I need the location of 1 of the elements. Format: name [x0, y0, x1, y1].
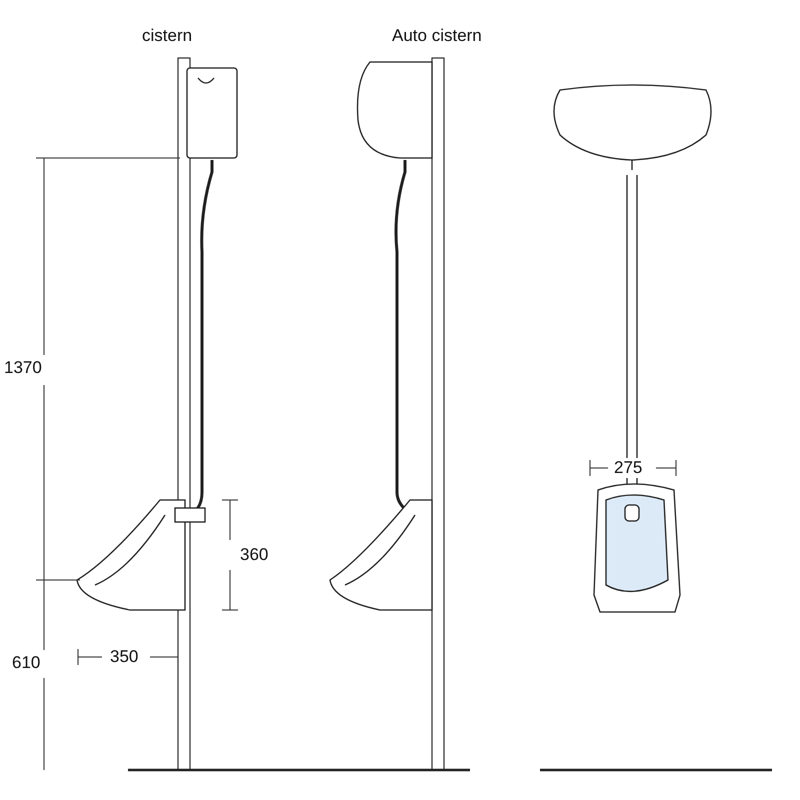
dimension-value: 275: [612, 458, 644, 478]
